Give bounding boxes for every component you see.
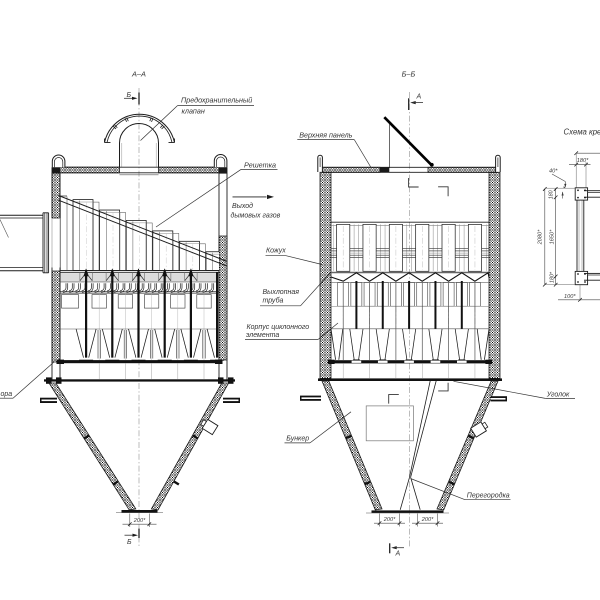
- svg-text:40*: 40*: [549, 169, 558, 175]
- svg-text:Б: Б: [127, 92, 132, 99]
- svg-text:Выхлопная: Выхлопная: [263, 289, 300, 296]
- svg-text:А: А: [416, 94, 422, 101]
- svg-text:Схема крепления: Схема крепления: [564, 128, 600, 137]
- svg-text:А: А: [395, 550, 401, 557]
- svg-text:Б: Б: [127, 539, 132, 546]
- svg-text:клапан: клапан: [182, 106, 205, 115]
- svg-text:Верхняя панель: Верхняя панель: [299, 130, 352, 139]
- svg-text:Перегородка: Перегородка: [467, 492, 510, 500]
- svg-text:200*: 200*: [133, 518, 146, 524]
- svg-text:2080*: 2080*: [538, 229, 544, 245]
- svg-text:А–А: А–А: [131, 70, 146, 79]
- svg-text:100*: 100*: [564, 294, 576, 300]
- svg-text:Уголок: Уголок: [546, 392, 570, 399]
- svg-text:труба: труба: [263, 297, 284, 305]
- svg-text:Выход: Выход: [232, 202, 253, 210]
- svg-text:Бункер: Бункер: [286, 436, 309, 443]
- svg-text:Решетка: Решетка: [244, 161, 276, 170]
- svg-text:180*: 180*: [577, 158, 589, 164]
- svg-text:Б–Б: Б–Б: [402, 70, 416, 79]
- svg-text:Корпус циклонного: Корпус циклонного: [247, 324, 310, 331]
- svg-text:1650*: 1650*: [550, 229, 556, 244]
- svg-text:дымовых газов: дымовых газов: [231, 212, 281, 220]
- svg-text:Кожух: Кожух: [266, 248, 286, 255]
- svg-text:Предохранительный: Предохранительный: [181, 95, 252, 104]
- svg-text:ора: ора: [1, 391, 13, 398]
- svg-text:элемента: элемента: [246, 332, 279, 339]
- svg-text:180: 180: [549, 190, 555, 199]
- svg-text:200*: 200*: [383, 517, 396, 523]
- svg-text:180*: 180*: [550, 271, 556, 283]
- svg-text:200*: 200*: [421, 517, 434, 523]
